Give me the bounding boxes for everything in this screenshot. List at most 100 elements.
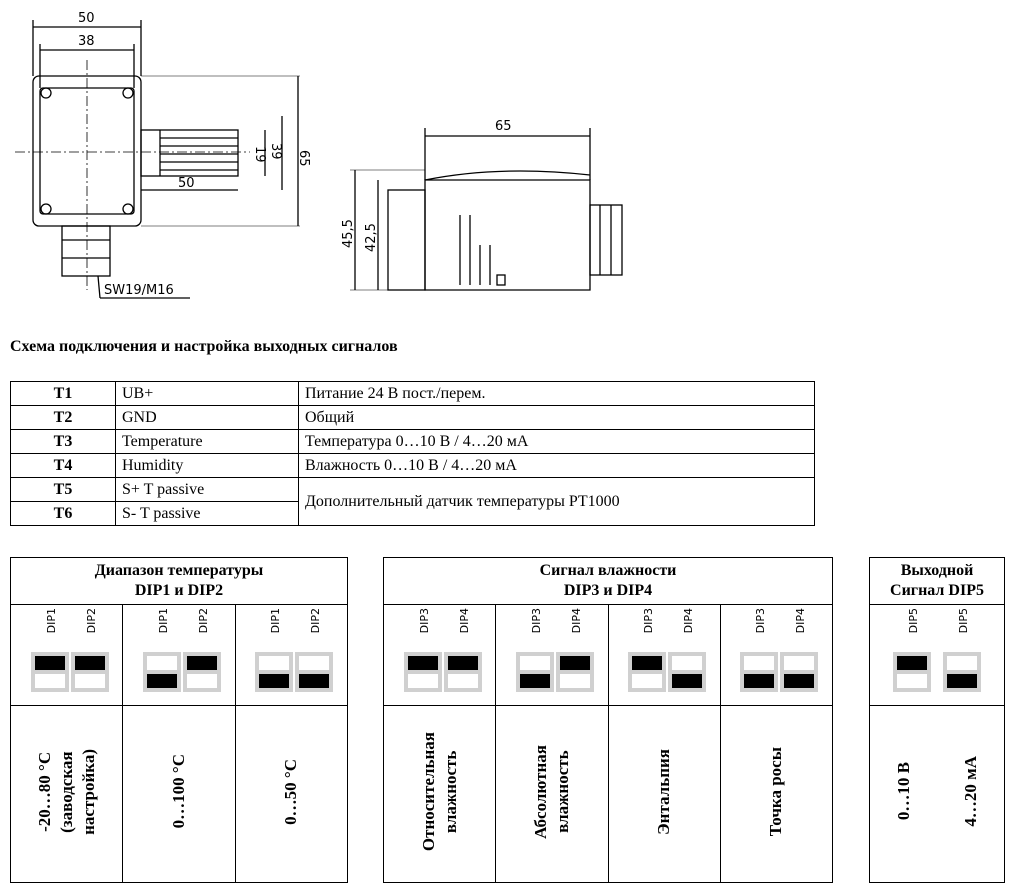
dip-label: DIP1 — [269, 607, 283, 633]
dip-slot — [784, 655, 815, 670]
dip-slot — [407, 673, 438, 688]
dip-label: DIP1 — [44, 607, 58, 633]
dip-label: DIP4 — [682, 607, 696, 633]
dip-slot — [299, 655, 330, 670]
dip-label: DIP3 — [529, 607, 543, 633]
terminal-id: T3 — [10, 429, 116, 454]
option-label: Относительная влажность — [418, 731, 460, 852]
dim-gland: SW19/M16 — [104, 283, 174, 298]
dip-slot — [947, 655, 977, 670]
dip-slot — [34, 673, 65, 688]
dip-label: DIP5 — [957, 607, 970, 633]
terminal-desc: Температура 0…10 В / 4…20 мА — [298, 429, 815, 454]
option-label-cell: 4…20 мА — [937, 705, 1005, 883]
dip-knob — [519, 673, 550, 688]
dim-38: 38 — [78, 34, 95, 49]
table-header-text: Сигнал влажности DIP3 и DIP4 — [539, 562, 677, 599]
option-label-cell: Относительная влажность — [382, 705, 497, 883]
terminal-id: T5 — [10, 477, 116, 502]
dip-switch-graphic: DIP1 DIP2 — [139, 607, 221, 698]
dip-label: DIP3 — [417, 607, 431, 633]
dip-slot — [632, 673, 663, 688]
dip-knob — [897, 655, 927, 670]
dip-knob — [259, 673, 290, 688]
dip-knob — [447, 655, 478, 670]
option-label: Абсолютная влажность — [530, 744, 572, 839]
terminal-desc: Дополнительный датчик температуры PT1000 — [298, 477, 815, 526]
dip-label: DIP5 — [907, 607, 920, 633]
dip-switch-graphic: DIP3 DIP4 — [736, 607, 819, 698]
terminal-signal: S+ T passive — [115, 477, 299, 502]
dip-knob — [947, 673, 977, 688]
dip-slot — [897, 673, 927, 688]
dip-label: DIP4 — [794, 607, 808, 633]
dip-knob — [744, 673, 775, 688]
terminal-desc: Влажность 0…10 В / 4…20 мА — [298, 453, 815, 478]
terminal-signal: UB+ — [115, 381, 299, 406]
dimension-drawing: 50 38 50 65 39 19 SW19/M16 65 45,5 42,5 — [15, 11, 623, 299]
dip-knob — [186, 655, 217, 670]
terminal-signal: GND — [115, 405, 299, 430]
terminal-id: T2 — [10, 405, 116, 430]
dip-knob — [34, 655, 65, 670]
dip-label: DIP2 — [309, 607, 323, 633]
humidity-signal-header: Сигнал влажности DIP3 и DIP4 — [383, 557, 833, 605]
humidity-signal-table: Сигнал влажности DIP3 и DIP4 DIP3 DIP4 DI… — [382, 557, 834, 883]
option-label-cell: Энтальпия — [607, 705, 721, 883]
option-label: 0…10 В — [893, 762, 913, 821]
terminal-desc: Общий — [298, 405, 815, 430]
dip-slot — [447, 673, 478, 688]
dim-50-probe: 50 — [178, 176, 195, 191]
dim-50-top: 50 — [78, 11, 95, 26]
output-signal-header: Выходной Сигнал DIP5 — [869, 557, 1005, 605]
option-label: -20…80 °C (заводская настройка) — [34, 748, 98, 835]
option-label-cell: Абсолютная влажность — [495, 705, 609, 883]
dip-switch-graphic: DIP1 DIP2 — [251, 607, 334, 698]
terminal-id: T1 — [10, 381, 116, 406]
dip-label: DIP1 — [156, 607, 170, 633]
dim-19: 19 — [252, 146, 267, 163]
dip-knob — [146, 673, 177, 688]
dip-label: DIP3 — [642, 607, 656, 633]
output-signal-table: Выходной Сигнал DIP5 DIP5 DIP5 0…10 В 4…2… — [869, 557, 1005, 883]
dip-switch-cell: DIP3 DIP4 — [719, 604, 834, 706]
dip-slot — [672, 655, 703, 670]
dim-65-height: 65 — [296, 150, 311, 167]
dim-39: 39 — [268, 143, 283, 160]
table-header-text: Выходной Сигнал DIP5 — [890, 562, 984, 599]
option-label-cell: 0…50 °C — [234, 705, 349, 883]
terminal-id: T4 — [10, 453, 116, 478]
dip-switch-cell: DIP1 DIP2 — [234, 604, 349, 706]
table-header-text: Диапазон температуры DIP1 и DIP2 — [94, 562, 264, 599]
dip-slot — [146, 655, 177, 670]
option-label: 0…100 °C — [168, 754, 188, 829]
option-label-cell: Точка росы — [719, 705, 834, 883]
dim-45-5: 45,5 — [341, 219, 356, 248]
dip-slot — [744, 655, 775, 670]
dip-knob — [407, 655, 438, 670]
option-label-cell: 0…100 °C — [122, 705, 236, 883]
dim-42-5: 42,5 — [364, 223, 379, 252]
terminal-signal: Humidity — [115, 453, 299, 478]
dip-knob — [299, 673, 330, 688]
dip-label: DIP3 — [754, 607, 768, 633]
dip-knob — [672, 673, 703, 688]
section-title: Схема подключения и настройка выходных с… — [10, 338, 398, 355]
dim-65-side: 65 — [495, 119, 512, 134]
dip-switch-cell: DIP1 DIP2 — [122, 604, 236, 706]
option-label: 4…20 мА — [960, 756, 980, 827]
dip-switch-graphic: DIP3 DIP4 — [624, 607, 707, 698]
dip-label: DIP2 — [196, 607, 210, 633]
dip-knob — [559, 655, 590, 670]
